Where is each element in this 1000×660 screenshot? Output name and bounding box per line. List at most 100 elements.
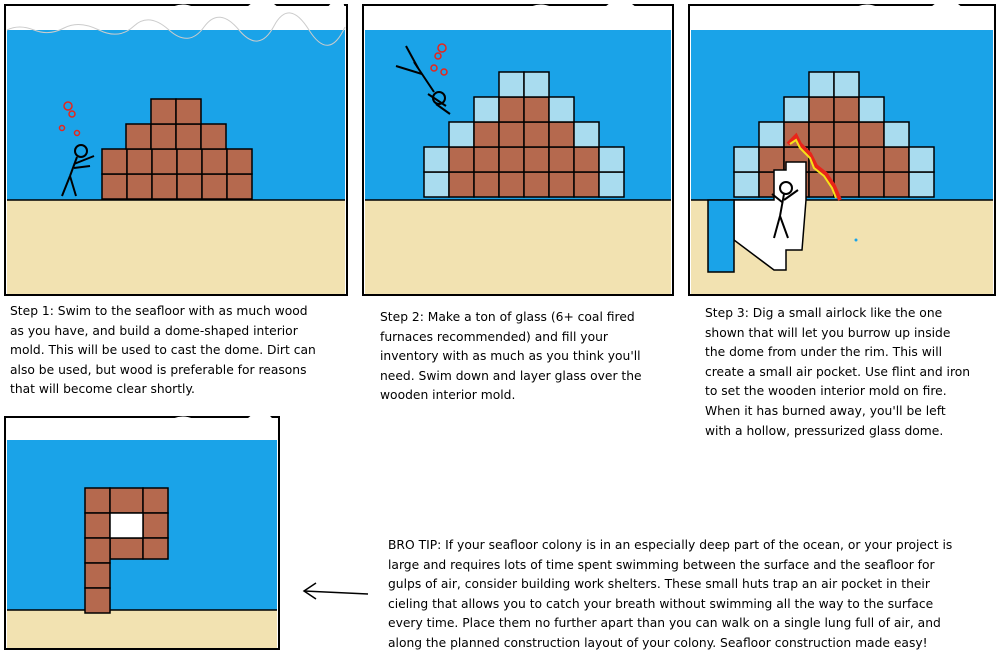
glass-block bbox=[908, 146, 935, 173]
glass-over-mold bbox=[423, 71, 625, 198]
wood-block bbox=[858, 171, 885, 198]
wood-block bbox=[200, 123, 227, 150]
wood-block bbox=[84, 512, 111, 539]
glass-block bbox=[598, 171, 625, 198]
wood-block bbox=[498, 171, 525, 198]
wood-block bbox=[498, 96, 525, 123]
wood-block bbox=[833, 121, 860, 148]
wood-block bbox=[808, 121, 835, 148]
wood-block bbox=[176, 173, 203, 200]
wood-block bbox=[101, 148, 128, 175]
arrow-left-icon bbox=[302, 582, 369, 600]
glass-block bbox=[498, 71, 525, 98]
glass-block bbox=[448, 121, 475, 148]
surface-foam bbox=[691, 4, 993, 30]
wood-block bbox=[175, 98, 202, 125]
wood-block bbox=[473, 146, 500, 173]
air-pocket bbox=[707, 161, 807, 273]
wood-block bbox=[473, 121, 500, 148]
surface-foam bbox=[365, 4, 671, 30]
air-bubbles bbox=[430, 43, 448, 76]
wood-block bbox=[833, 96, 860, 123]
wood-block bbox=[109, 487, 144, 514]
glass-block bbox=[758, 121, 785, 148]
air-pocket bbox=[109, 512, 144, 539]
glass-block bbox=[883, 121, 910, 148]
bro-tip-text: BRO TIP: If your seafloor colony is in a… bbox=[388, 538, 953, 650]
panel-step-3 bbox=[688, 4, 996, 296]
wood-block bbox=[142, 487, 169, 514]
wood-block bbox=[883, 171, 910, 198]
wood-block bbox=[883, 146, 910, 173]
wood-block bbox=[84, 487, 111, 514]
wood-block bbox=[126, 173, 153, 200]
glass-block bbox=[733, 146, 760, 173]
panel-step-2 bbox=[362, 4, 674, 296]
seafloor-sand bbox=[365, 200, 671, 294]
wood-block bbox=[473, 171, 500, 198]
wood-block bbox=[176, 148, 203, 175]
wood-block bbox=[498, 146, 525, 173]
panel-2-illustration bbox=[362, 4, 674, 296]
wood-block bbox=[448, 146, 475, 173]
wood-block bbox=[175, 123, 202, 150]
wooden-work-shelter bbox=[84, 487, 169, 614]
panel-4-illustration bbox=[4, 416, 280, 650]
wood-block bbox=[523, 121, 550, 148]
wood-block bbox=[573, 146, 600, 173]
step-2-caption: Step 2: Make a ton of glass (6+ coal fir… bbox=[380, 310, 642, 403]
glass-block bbox=[783, 96, 810, 123]
air-bubbles bbox=[58, 101, 81, 137]
glass-block bbox=[573, 121, 600, 148]
glass-block bbox=[858, 96, 885, 123]
diver-figure bbox=[395, 45, 451, 115]
wood-block bbox=[548, 171, 575, 198]
fire-flames bbox=[786, 132, 842, 201]
surface-foam bbox=[7, 416, 277, 440]
wood-block bbox=[142, 512, 169, 539]
wood-block bbox=[201, 148, 228, 175]
seafloor-sand bbox=[7, 610, 277, 648]
glass-block bbox=[473, 96, 500, 123]
glass-block bbox=[548, 96, 575, 123]
glass-block bbox=[733, 171, 760, 198]
surface-foam bbox=[7, 4, 345, 30]
wood-block bbox=[84, 587, 111, 614]
wood-block bbox=[833, 146, 860, 173]
panel-work-shelter bbox=[4, 416, 280, 650]
glass-block bbox=[523, 71, 550, 98]
wood-block bbox=[573, 171, 600, 198]
glass-block bbox=[423, 171, 450, 198]
wood-block bbox=[150, 98, 177, 125]
wood-block bbox=[858, 146, 885, 173]
glass-block bbox=[833, 71, 860, 98]
wood-block bbox=[109, 537, 144, 560]
diver-figure bbox=[61, 144, 95, 197]
seafloor-sand bbox=[7, 200, 345, 294]
wood-block bbox=[126, 148, 153, 175]
wood-block bbox=[758, 146, 785, 173]
wood-block bbox=[448, 171, 475, 198]
wooden-mold bbox=[101, 98, 253, 200]
wood-block bbox=[150, 123, 177, 150]
diver-figure bbox=[771, 181, 799, 239]
wood-block bbox=[84, 562, 111, 589]
glass-block bbox=[908, 171, 935, 198]
wood-block bbox=[125, 123, 152, 150]
panel-1-illustration bbox=[4, 4, 348, 296]
step-1-caption: Step 1: Swim to the seafloor with as muc… bbox=[10, 304, 316, 397]
wood-block bbox=[548, 146, 575, 173]
panel-step-1 bbox=[4, 4, 348, 296]
wood-block bbox=[226, 148, 253, 175]
wood-block bbox=[142, 537, 169, 560]
glass-block bbox=[423, 146, 450, 173]
wood-block bbox=[858, 121, 885, 148]
wood-block bbox=[151, 173, 178, 200]
wood-block bbox=[101, 173, 128, 200]
wood-block bbox=[523, 171, 550, 198]
wood-block bbox=[498, 121, 525, 148]
wood-block bbox=[523, 146, 550, 173]
glass-dome bbox=[733, 71, 935, 198]
wood-block bbox=[201, 173, 228, 200]
wood-block bbox=[84, 537, 111, 564]
